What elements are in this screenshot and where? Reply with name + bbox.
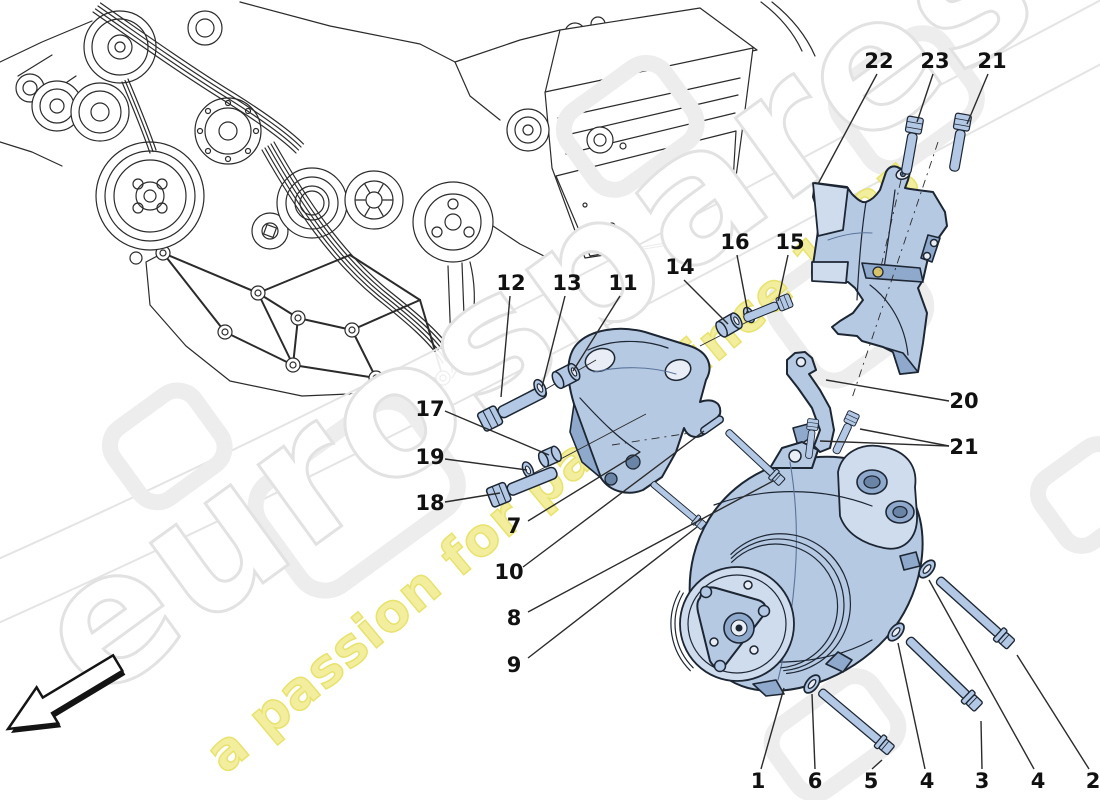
svg-text:11: 11 xyxy=(608,271,637,295)
bolt-2 xyxy=(931,572,1017,652)
part-ac-compressor xyxy=(670,441,924,697)
hose-curve xyxy=(771,1,816,57)
callout-18[interactable]: 18 xyxy=(415,491,501,515)
svg-text:19: 19 xyxy=(415,445,444,469)
callout-14[interactable]: 14 xyxy=(665,255,729,325)
svg-text:5: 5 xyxy=(864,769,879,793)
svg-text:21: 21 xyxy=(949,435,978,459)
callout-11[interactable]: 11 xyxy=(572,271,638,372)
callout-16[interactable]: 16 xyxy=(720,230,750,314)
callout-23[interactable]: 23 xyxy=(916,49,950,123)
callout-8[interactable]: 8 xyxy=(507,480,774,630)
svg-text:15: 15 xyxy=(775,230,804,254)
svg-text:12: 12 xyxy=(496,271,525,295)
callout-21[interactable]: 21 xyxy=(819,428,979,459)
callout-17[interactable]: 17 xyxy=(415,397,550,456)
svg-text:9: 9 xyxy=(507,653,522,677)
svg-text:3: 3 xyxy=(975,769,990,793)
callout-19[interactable]: 19 xyxy=(415,445,528,471)
pulleys xyxy=(31,10,614,263)
svg-text:17: 17 xyxy=(415,397,444,421)
svg-text:6: 6 xyxy=(808,769,823,793)
svg-text:14: 14 xyxy=(665,255,694,279)
callout-15[interactable]: 15 xyxy=(775,230,805,302)
svg-text:18: 18 xyxy=(415,491,444,515)
part-compressor-bracket xyxy=(567,327,722,494)
part-heat-shield xyxy=(811,165,948,375)
shield-bolt-seat xyxy=(872,266,884,278)
callout-12[interactable]: 12 xyxy=(496,271,526,398)
callout-1[interactable]: 1 xyxy=(751,687,785,793)
callout-7[interactable]: 7 xyxy=(507,451,641,538)
callout-10[interactable]: 10 xyxy=(494,430,705,584)
svg-text:8: 8 xyxy=(507,606,522,630)
svg-text:2: 2 xyxy=(1086,769,1100,793)
callout-4[interactable]: 4 xyxy=(928,579,1046,793)
callout-9[interactable]: 9 xyxy=(507,526,698,677)
drive-belts xyxy=(92,2,456,364)
callout-20[interactable]: 20 xyxy=(825,379,979,413)
svg-text:1: 1 xyxy=(751,769,766,793)
callout-22[interactable]: 22 xyxy=(817,49,894,185)
callout-3[interactable]: 3 xyxy=(975,720,990,793)
bolt-9 xyxy=(647,478,708,532)
svg-text:16: 16 xyxy=(720,230,749,254)
svg-text:7: 7 xyxy=(507,514,522,538)
svg-text:21: 21 xyxy=(977,49,1006,73)
svg-text:13: 13 xyxy=(552,271,581,295)
svg-text:10: 10 xyxy=(494,560,523,584)
callout-6[interactable]: 6 xyxy=(808,693,823,793)
svg-text:20: 20 xyxy=(949,389,978,413)
svg-text:23: 23 xyxy=(920,49,949,73)
svg-text:4: 4 xyxy=(920,769,935,793)
watermark-ghost-blocks xyxy=(102,25,1100,800)
callout-21[interactable]: 21 xyxy=(966,49,1007,125)
svg-text:4: 4 xyxy=(1031,769,1046,793)
bolt-3 xyxy=(901,632,985,714)
direction-arrow xyxy=(5,653,126,733)
svg-text:22: 22 xyxy=(864,49,893,73)
callout-13[interactable]: 13 xyxy=(541,271,582,388)
callout-2[interactable]: 2 xyxy=(1016,654,1100,793)
callout-5[interactable]: 5 xyxy=(864,759,883,793)
callout-4[interactable]: 4 xyxy=(897,642,935,793)
